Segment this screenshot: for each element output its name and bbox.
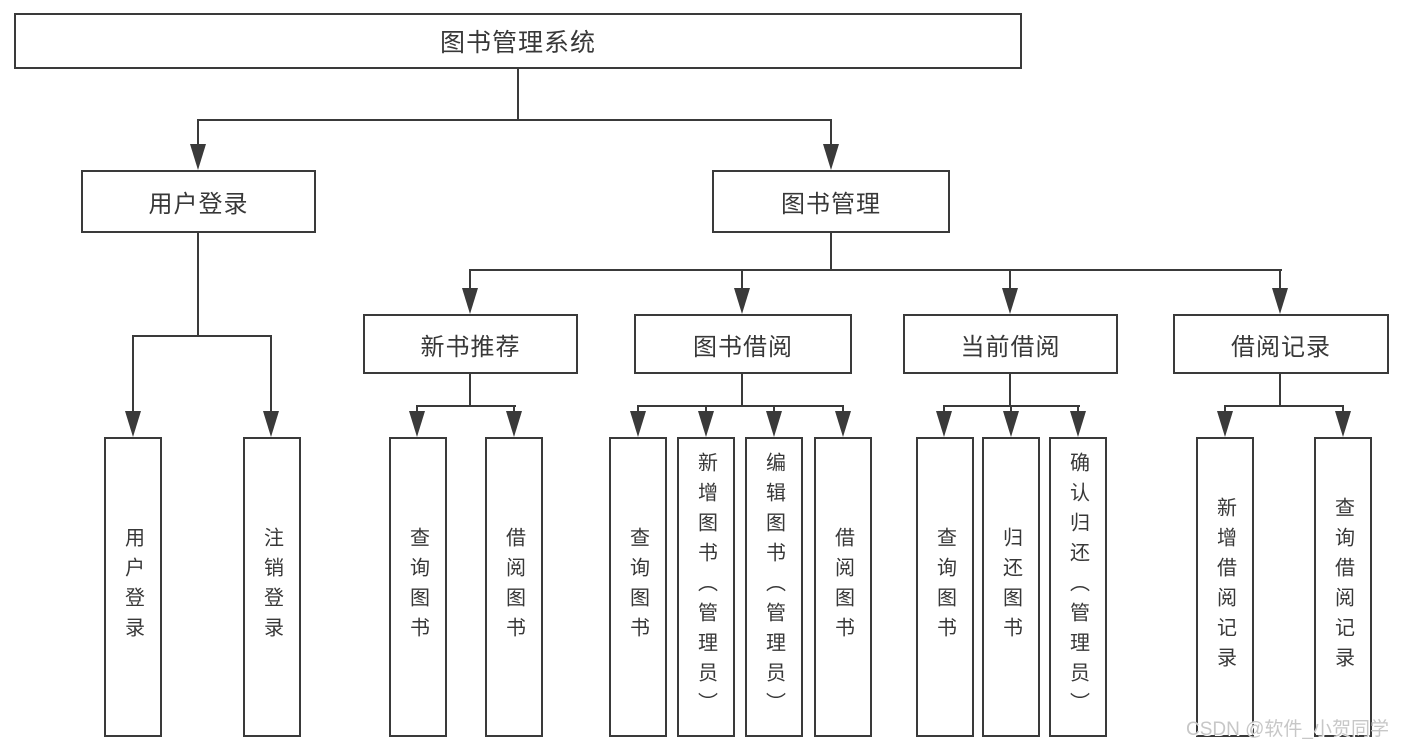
leaf-query-books-current: 查询图书: [916, 437, 974, 737]
node-borrow-records: 借阅记录: [1173, 314, 1389, 374]
connector-user-login-crossbar: [132, 335, 272, 337]
connector-current-borrow-stem: [1009, 374, 1011, 406]
leaf-label: 新增图书（管理员）: [694, 452, 717, 722]
node-current-borrow: 当前借阅: [903, 314, 1118, 374]
connector-to-current-borrow: [1009, 269, 1011, 299]
leaf-label: 注销登录: [260, 527, 283, 647]
node-label: 图书管理系统: [439, 29, 596, 57]
node-label: 当前借阅: [960, 333, 1061, 361]
leaf-confirm-return-admin: 确认归还（管理员）: [1049, 437, 1107, 737]
leaf-query-books-borrow: 查询图书: [609, 437, 667, 737]
leaf-user-login: 用户登录: [104, 437, 162, 737]
connector-root-crossbar: [197, 119, 832, 121]
arrowhead-down-icon: [1217, 411, 1233, 437]
leaf-label: 归还图书: [999, 527, 1022, 647]
leaf-add-book-admin: 新增图书（管理员）: [677, 437, 735, 737]
arrowhead-down-icon: [506, 411, 522, 437]
leaf-borrow-books: 借阅图书: [814, 437, 872, 737]
leaf-label: 查询图书: [933, 527, 956, 647]
arrowhead-down-icon: [1272, 288, 1288, 314]
node-library-management-system: 图书管理系统: [14, 13, 1022, 69]
connector-to-borrow-records: [1279, 269, 1281, 299]
node-user-login: 用户登录: [81, 170, 316, 233]
leaf-query-borrow-record: 查询借阅记录: [1314, 437, 1372, 737]
leaf-add-borrow-record: 新增借阅记录: [1196, 437, 1254, 737]
watermark: CSDN @软件_小贺同学: [1186, 719, 1389, 740]
node-label: 借阅记录: [1231, 333, 1331, 361]
arrowhead-down-icon: [630, 411, 646, 437]
leaf-logout: 注销登录: [243, 437, 301, 737]
arrowhead-down-icon: [409, 411, 425, 437]
connector-root-to-book-management: [830, 119, 832, 149]
connector-to-book-borrow: [741, 269, 743, 299]
connector-book-borrow-crossbar: [637, 405, 844, 407]
leaf-edit-book-admin: 编辑图书（管理员）: [745, 437, 803, 737]
connector-root-to-user-login: [197, 119, 199, 149]
leaf-return-book: 归还图书: [982, 437, 1040, 737]
connector-to-new-book-recommend: [469, 269, 471, 299]
leaf-label: 借阅图书: [831, 527, 854, 647]
arrowhead-down-icon: [1002, 288, 1018, 314]
arrowhead-down-icon: [766, 411, 782, 437]
connector-borrow-records-crossbar: [1224, 405, 1344, 407]
node-book-management: 图书管理: [712, 170, 950, 233]
connector-user-login-stem: [197, 233, 199, 336]
arrowhead-down-icon: [835, 411, 851, 437]
leaf-query-books-recommend: 查询图书: [389, 437, 447, 737]
connector-book-management-crossbar: [469, 269, 1282, 271]
connector-book-borrow-stem: [741, 374, 743, 406]
leaf-label: 新增借阅记录: [1213, 497, 1236, 677]
node-book-borrow: 图书借阅: [634, 314, 852, 374]
leaf-label: 借阅图书: [502, 527, 525, 647]
leaf-label: 编辑图书（管理员）: [762, 452, 785, 722]
leaf-label: 查询图书: [626, 527, 649, 647]
connector-new-book-recommend-crossbar: [416, 405, 516, 407]
node-label: 图书管理: [781, 191, 881, 218]
connector-to-leaf-user-login: [132, 335, 134, 415]
connector-borrow-records-stem: [1279, 374, 1281, 406]
arrowhead-down-icon: [1335, 411, 1351, 437]
node-label: 用户登录: [148, 191, 249, 218]
arrowhead-down-icon: [698, 411, 714, 437]
arrowhead-down-icon: [462, 288, 478, 314]
arrowhead-down-icon: [1070, 411, 1086, 437]
arrowhead-down-icon: [263, 411, 279, 437]
leaf-label: 查询图书: [406, 527, 429, 647]
arrowhead-down-icon: [1003, 411, 1019, 437]
arrowhead-down-icon: [734, 288, 750, 314]
leaf-label: 查询借阅记录: [1331, 497, 1354, 677]
arrowhead-down-icon: [936, 411, 952, 437]
node-new-book-recommend: 新书推荐: [363, 314, 578, 374]
node-label: 图书借阅: [693, 333, 793, 361]
node-label: 新书推荐: [420, 333, 521, 361]
connector-to-leaf-logout: [270, 335, 272, 415]
connector-book-management-stem: [830, 233, 832, 271]
arrowhead-down-icon: [125, 411, 141, 437]
leaf-borrow-books-recommend: 借阅图书: [485, 437, 543, 737]
connector-root-stem: [517, 69, 519, 120]
leaf-label: 确认归还（管理员）: [1066, 452, 1089, 722]
arrowhead-down-icon: [190, 144, 206, 170]
connector-new-book-recommend-stem: [469, 374, 471, 406]
arrowhead-down-icon: [823, 144, 839, 170]
leaf-label: 用户登录: [121, 527, 144, 647]
